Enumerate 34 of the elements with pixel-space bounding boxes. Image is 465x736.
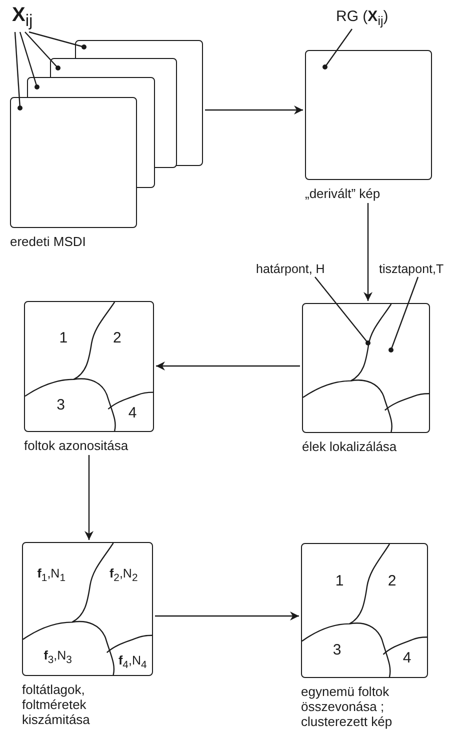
region-label: 1 <box>335 572 344 590</box>
node-label: eredeti MSDI <box>10 234 87 249</box>
label-text: tisztapont,T <box>379 262 444 276</box>
arrow <box>156 362 300 370</box>
region-label: 3 <box>56 396 65 414</box>
leader-line <box>14 32 22 110</box>
arrow <box>205 106 303 114</box>
arrow <box>84 455 94 540</box>
region-label: 3 <box>332 642 342 659</box>
region-label: 1 <box>59 330 68 347</box>
arrow <box>155 612 299 620</box>
label-text: RG (X$_{ij}$) <box>336 8 388 28</box>
label-text: X$_{ij}$ <box>12 4 33 31</box>
node-label: foltátlagok, foltméretek kiszámitása <box>22 682 91 727</box>
label-text: határpont, H <box>256 262 325 276</box>
node-label: „derivált” kép <box>305 186 382 201</box>
leader-line <box>24 32 60 70</box>
region-label: 4 <box>402 650 412 667</box>
region-label: f$_{1}$,N$_{1}$ <box>37 566 66 584</box>
leader-line <box>322 28 352 70</box>
leader-line <box>388 276 419 352</box>
region-label: 4 <box>128 404 137 422</box>
region-label: 2 <box>388 572 396 590</box>
leader-line <box>314 276 370 346</box>
node-label: egynemü foltok összevonása ; clusterezett kép <box>301 684 394 729</box>
arrow <box>364 203 372 301</box>
region-label: f$_{3}$,N$_{3}$ <box>44 648 72 666</box>
leader-line <box>19 32 40 90</box>
leader-line <box>28 31 86 50</box>
region-label: f$_{2}$,N$_{2}$ <box>109 566 138 584</box>
node-label: foltok azonositása <box>24 438 130 453</box>
region-label: 2 <box>112 330 122 347</box>
region-label: f$_{4}$,N$_{4}$ <box>118 653 147 671</box>
node-label: élek lokalizálása <box>302 439 398 454</box>
